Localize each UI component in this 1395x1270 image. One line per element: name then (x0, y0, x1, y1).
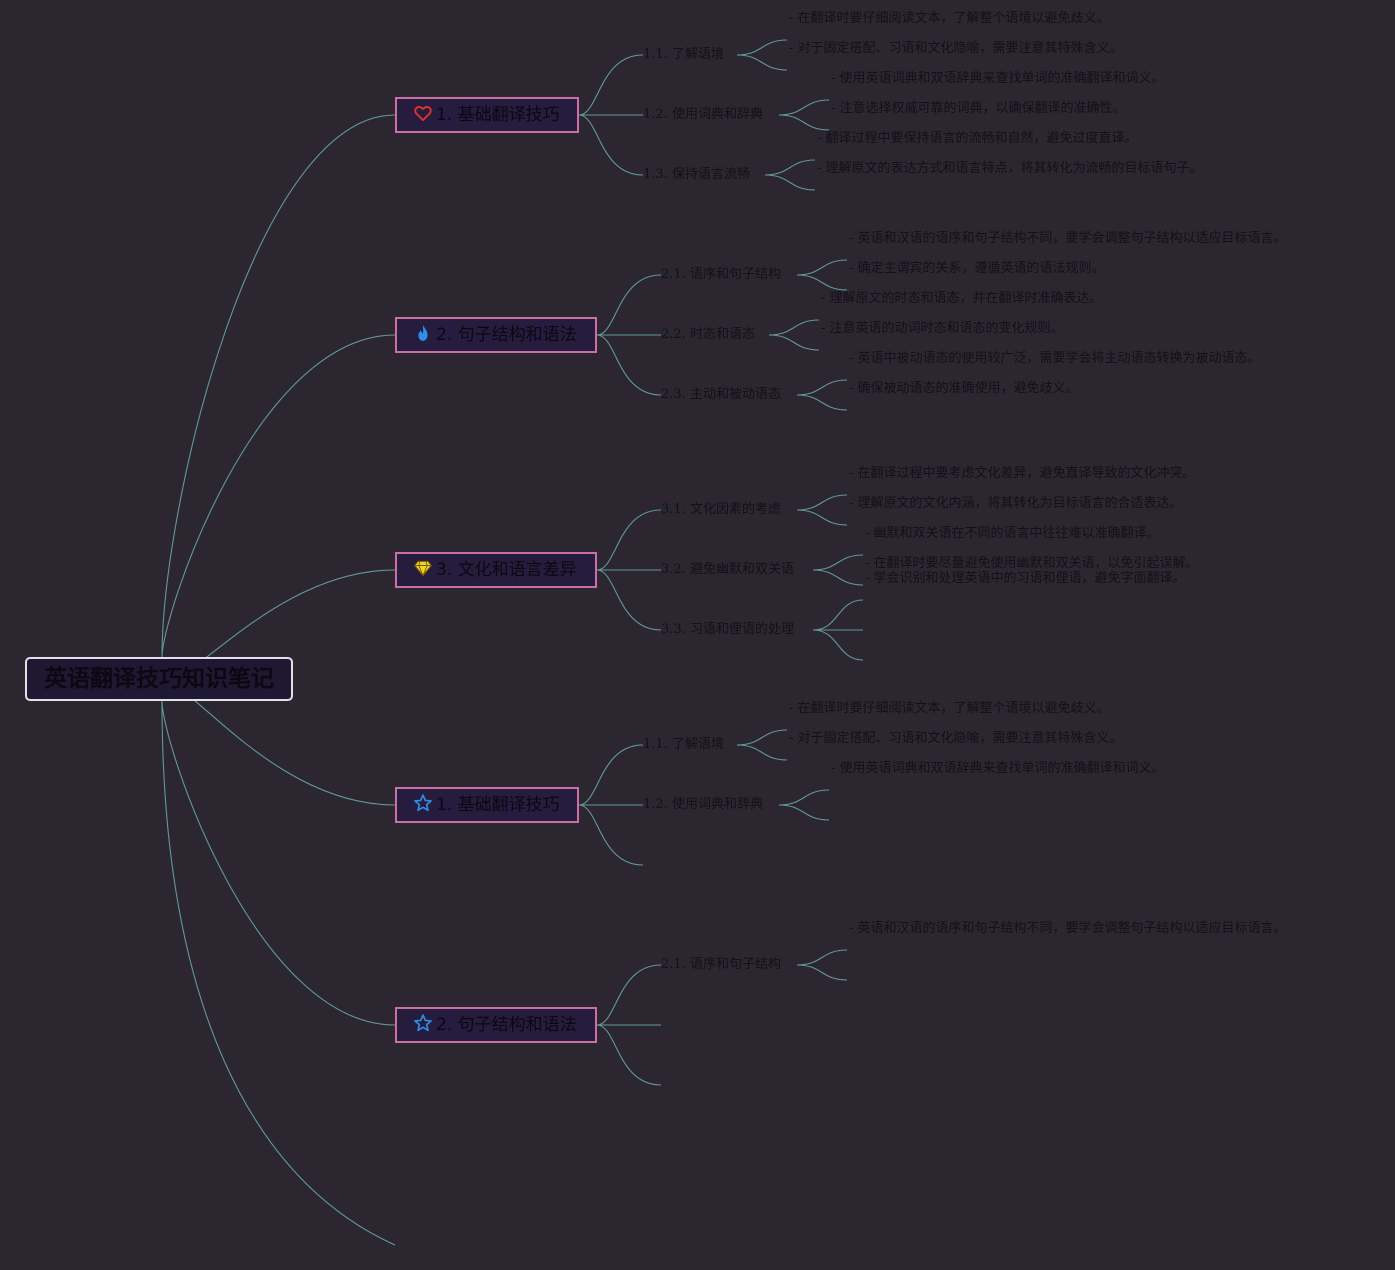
leaf-note[interactable]: - 幽默和双关语在不同的语言中往往难以准确翻译。 (865, 526, 1160, 541)
branch-node[interactable]: 2. 句子结构和语法 (395, 1007, 597, 1043)
leaf-note[interactable]: - 理解原文的表达方式和语言特点，将其转化为流畅的目标语句子。 (817, 161, 1203, 176)
leaf-note[interactable]: - 理解原文的文化内涵，将其转化为目标语言的合适表达。 (849, 496, 1183, 511)
subtopic-label[interactable]: 1.2. 使用词典和辞典 (643, 107, 763, 122)
leaf-note[interactable]: - 对于固定搭配、习语和文化隐喻，需要注意其特殊含义。 (789, 731, 1123, 746)
subtopic-label[interactable]: 1.3. 保持语言流畅 (643, 167, 750, 182)
leaf-note[interactable]: - 理解原文的时态和语态，并在翻译时准确表达。 (821, 291, 1103, 306)
branch-node[interactable]: 1. 基础翻译技巧 (395, 787, 579, 823)
star-icon (413, 1013, 433, 1033)
leaf-note[interactable]: - 英语和汉语的语序和句子结构不同，要学会调整句子结构以适应目标语言。 (849, 231, 1287, 246)
leaf-note[interactable]: - 对于固定搭配、习语和文化隐喻，需要注意其特殊含义。 (789, 41, 1123, 56)
leaf-note[interactable]: - 确定主谓宾的关系，遵循英语的语法规则。 (849, 261, 1105, 276)
branch-label: 2. 句子结构和语法 (436, 1015, 577, 1035)
flame-icon (413, 323, 433, 343)
leaf-note[interactable]: - 注意选择权威可靠的词典，以确保翻译的准确性。 (831, 101, 1126, 116)
subtopic-label[interactable]: 3.3. 习语和俚语的处理 (661, 622, 794, 637)
subtopic-label[interactable]: 1.1. 了解语境 (643, 737, 724, 752)
branch-label: 1. 基础翻译技巧 (436, 105, 560, 125)
subtopic-label[interactable]: 2.3. 主动和被动语态 (661, 387, 781, 402)
branch-node[interactable]: 1. 基础翻译技巧 (395, 97, 579, 133)
leaf-note[interactable]: - 使用英语词典和双语辞典来查找单词的准确翻译和词义。 (831, 71, 1165, 86)
leaf-note[interactable]: - 确保被动语态的准确使用，避免歧义。 (849, 381, 1079, 396)
leaf-note[interactable]: - 在翻译过程中要考虑文化差异，避免直译导致的文化冲突。 (849, 466, 1196, 481)
branch-label: 1. 基础翻译技巧 (436, 795, 560, 815)
root-node[interactable]: 英语翻译技巧知识笔记 (25, 657, 293, 701)
heart-icon (413, 103, 433, 123)
branch-label: 2. 句子结构和语法 (436, 325, 577, 345)
leaf-note[interactable]: - 翻译过程中要保持语言的流畅和自然，避免过度直译。 (817, 131, 1138, 146)
leaf-note[interactable]: - 在翻译时要仔细阅读文本，了解整个语境以避免歧义。 (789, 701, 1110, 716)
subtopic-label[interactable]: 1.1. 了解语境 (643, 47, 724, 62)
branch-node[interactable]: 2. 句子结构和语法 (395, 317, 597, 353)
leaf-note[interactable]: - 英语中被动语态的使用较广泛，需要学会将主动语态转换为被动语态。 (849, 351, 1261, 366)
branch-label: 3. 文化和语言差异 (436, 560, 577, 580)
subtopic-label[interactable]: 2.1. 语序和句子结构 (661, 267, 781, 282)
subtopic-label[interactable]: 3.2. 避免幽默和双关语 (661, 562, 794, 577)
subtopic-label[interactable]: 1.2. 使用词典和辞典 (643, 797, 763, 812)
leaf-note[interactable]: - 在翻译时要仔细阅读文本，了解整个语境以避免歧义。 (789, 11, 1110, 26)
diamond-icon (413, 558, 433, 578)
branch-node[interactable]: 3. 文化和语言差异 (395, 552, 597, 588)
leaf-note[interactable]: - 使用英语词典和双语辞典来查找单词的准确翻译和词义。 (831, 761, 1165, 776)
subtopic-label[interactable]: 3.1. 文化因素的考虑 (661, 502, 781, 517)
star-icon (413, 793, 433, 813)
subtopic-label[interactable]: 2.1. 语序和句子结构 (661, 957, 781, 972)
leaf-note[interactable]: - 在翻译时要尽量避免使用幽默和双关语，以免引起误解。 (865, 556, 1199, 571)
leaf-note[interactable]: - 注意英语的动词时态和语态的变化规则。 (821, 321, 1064, 336)
leaf-note[interactable]: - 学会识别和处理英语中的习语和俚语，避免字面翻译。 (865, 571, 1186, 586)
subtopic-label[interactable]: 2.2. 时态和语态 (661, 327, 755, 342)
leaf-note[interactable]: - 英语和汉语的语序和句子结构不同，要学会调整句子结构以适应目标语言。 (849, 921, 1287, 936)
